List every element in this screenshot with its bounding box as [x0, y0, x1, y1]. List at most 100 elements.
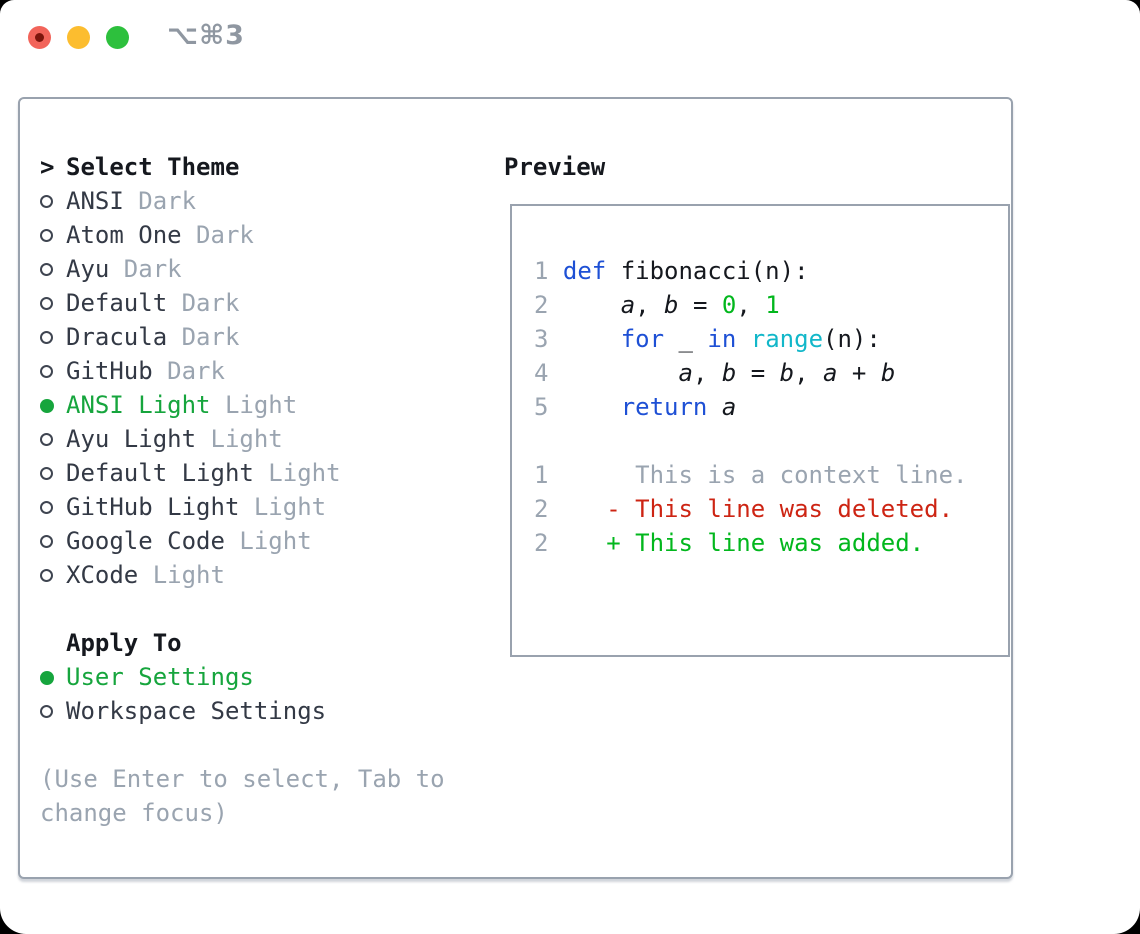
close-button-dot-icon: [35, 33, 44, 42]
preview-line-context: 1 This is a context line.: [534, 458, 1008, 492]
code-token: This is a context line.: [562, 461, 968, 489]
code-token: ,: [794, 359, 824, 387]
code-token: ,: [736, 291, 766, 319]
code-token: ,: [635, 291, 665, 319]
zoom-button[interactable]: [106, 26, 129, 49]
preview-line-code: 2 a, b = 0, 1: [534, 288, 1008, 322]
theme-option-ayu[interactable]: Ayu Dark: [40, 252, 459, 286]
radio-slot: [40, 296, 66, 310]
theme-option-google-code[interactable]: Google Code Light: [40, 524, 459, 558]
code-token: =: [736, 359, 780, 387]
radio-icon: [40, 433, 53, 446]
line-number: 3: [534, 325, 549, 353]
minimize-button[interactable]: [67, 26, 90, 49]
radio-icon: [40, 501, 53, 514]
theme-name: ANSI Light: [66, 391, 211, 419]
theme-option-ayu-light[interactable]: Ayu Light Light: [40, 422, 459, 456]
theme-option-dracula[interactable]: Dracula Dark: [40, 320, 459, 354]
code-token: range: [750, 325, 824, 353]
code-token: b: [779, 359, 795, 387]
theme-variant: Dark: [109, 255, 182, 283]
theme-variant: Light: [138, 561, 225, 589]
theme-variant: Light: [239, 493, 327, 521]
keyboard-hint-text: (Use Enter to select, Tab to change focu…: [40, 765, 445, 827]
radio-icon: [40, 297, 53, 310]
code-token: a: [620, 291, 636, 319]
code-token: [707, 393, 721, 421]
theme-variant: Dark: [181, 221, 254, 249]
select-theme-header: > Select Theme: [40, 150, 459, 184]
line-number: 2: [534, 495, 549, 523]
theme-option-github[interactable]: GitHub Dark: [40, 354, 459, 388]
radio-icon: [40, 331, 53, 344]
apply-option-user-settings[interactable]: User Settings: [40, 660, 459, 694]
theme-variant: Light: [253, 459, 341, 487]
preview-line-blank: [534, 424, 1008, 458]
radio-icon: [40, 229, 53, 242]
radio-icon: [40, 365, 53, 378]
radio-slot: [40, 670, 66, 685]
preview-line-deleted: 2 - This line was deleted.: [534, 492, 1008, 526]
radio-icon: [40, 705, 53, 718]
theme-name: GitHub Light: [66, 493, 240, 521]
code-token: _: [664, 325, 708, 353]
code-token: return: [620, 393, 708, 421]
theme-option-atom-one[interactable]: Atom One Dark: [40, 218, 459, 252]
code-token: (n):: [823, 325, 881, 353]
apply-option-name: Workspace Settings: [66, 697, 327, 725]
theme-variant: Dark: [152, 357, 225, 385]
line-number: 5: [534, 393, 549, 421]
theme-name: GitHub: [66, 357, 153, 385]
preview-line-code: 3 for _ in range(n):: [534, 322, 1008, 356]
line-number: 2: [534, 291, 549, 319]
preview-line-code: 5 return a: [534, 390, 1008, 424]
theme-name: Dracula: [66, 323, 168, 351]
theme-name: Atom One: [66, 221, 182, 249]
theme-variant: Light: [224, 527, 312, 555]
theme-option-default[interactable]: Default Dark: [40, 286, 459, 320]
theme-variant: Dark: [167, 323, 240, 351]
apply-option-workspace-settings[interactable]: Workspace Settings: [40, 694, 459, 728]
code-token: a: [678, 359, 693, 387]
code-token: [563, 291, 621, 319]
close-button[interactable]: [28, 26, 51, 49]
theme-variant: Light: [210, 391, 298, 419]
radio-slot: [40, 466, 66, 480]
theme-option-default-light[interactable]: Default Light Light: [40, 456, 459, 490]
radio-slot: [40, 194, 66, 208]
theme-name: Default: [66, 289, 168, 317]
radio-slot: [40, 500, 66, 514]
theme-option-ansi[interactable]: ANSI Dark: [40, 184, 459, 218]
line-number: 1: [534, 257, 549, 285]
theme-name: Google Code: [66, 527, 225, 555]
theme-option-github-light[interactable]: GitHub Light Light: [40, 490, 459, 524]
code-token: 1: [765, 291, 780, 319]
select-theme-title: Select Theme: [66, 153, 240, 181]
radio-slot: [40, 704, 66, 718]
theme-variant: Dark: [123, 187, 197, 215]
theme-option-ansi-light[interactable]: ANSI Light Light: [40, 388, 459, 422]
code-token: [563, 325, 621, 353]
code-token: 0: [721, 291, 737, 319]
theme-option-xcode[interactable]: XCode Light: [40, 558, 459, 592]
preview-line-added: 2 + This line was added.: [534, 526, 1008, 560]
line-number: 1: [534, 461, 549, 489]
focus-caret-icon: >: [40, 153, 55, 181]
code-token: a: [823, 359, 838, 387]
radio-slot: [40, 398, 66, 413]
radio-icon: [40, 195, 53, 208]
code-token: a: [721, 393, 737, 421]
code-token: +: [837, 359, 881, 387]
code-token: def: [562, 257, 621, 285]
code-token: ,: [692, 359, 722, 387]
code-token: [563, 359, 679, 387]
keyboard-shortcut-label: ⌥⌘3: [167, 20, 245, 51]
